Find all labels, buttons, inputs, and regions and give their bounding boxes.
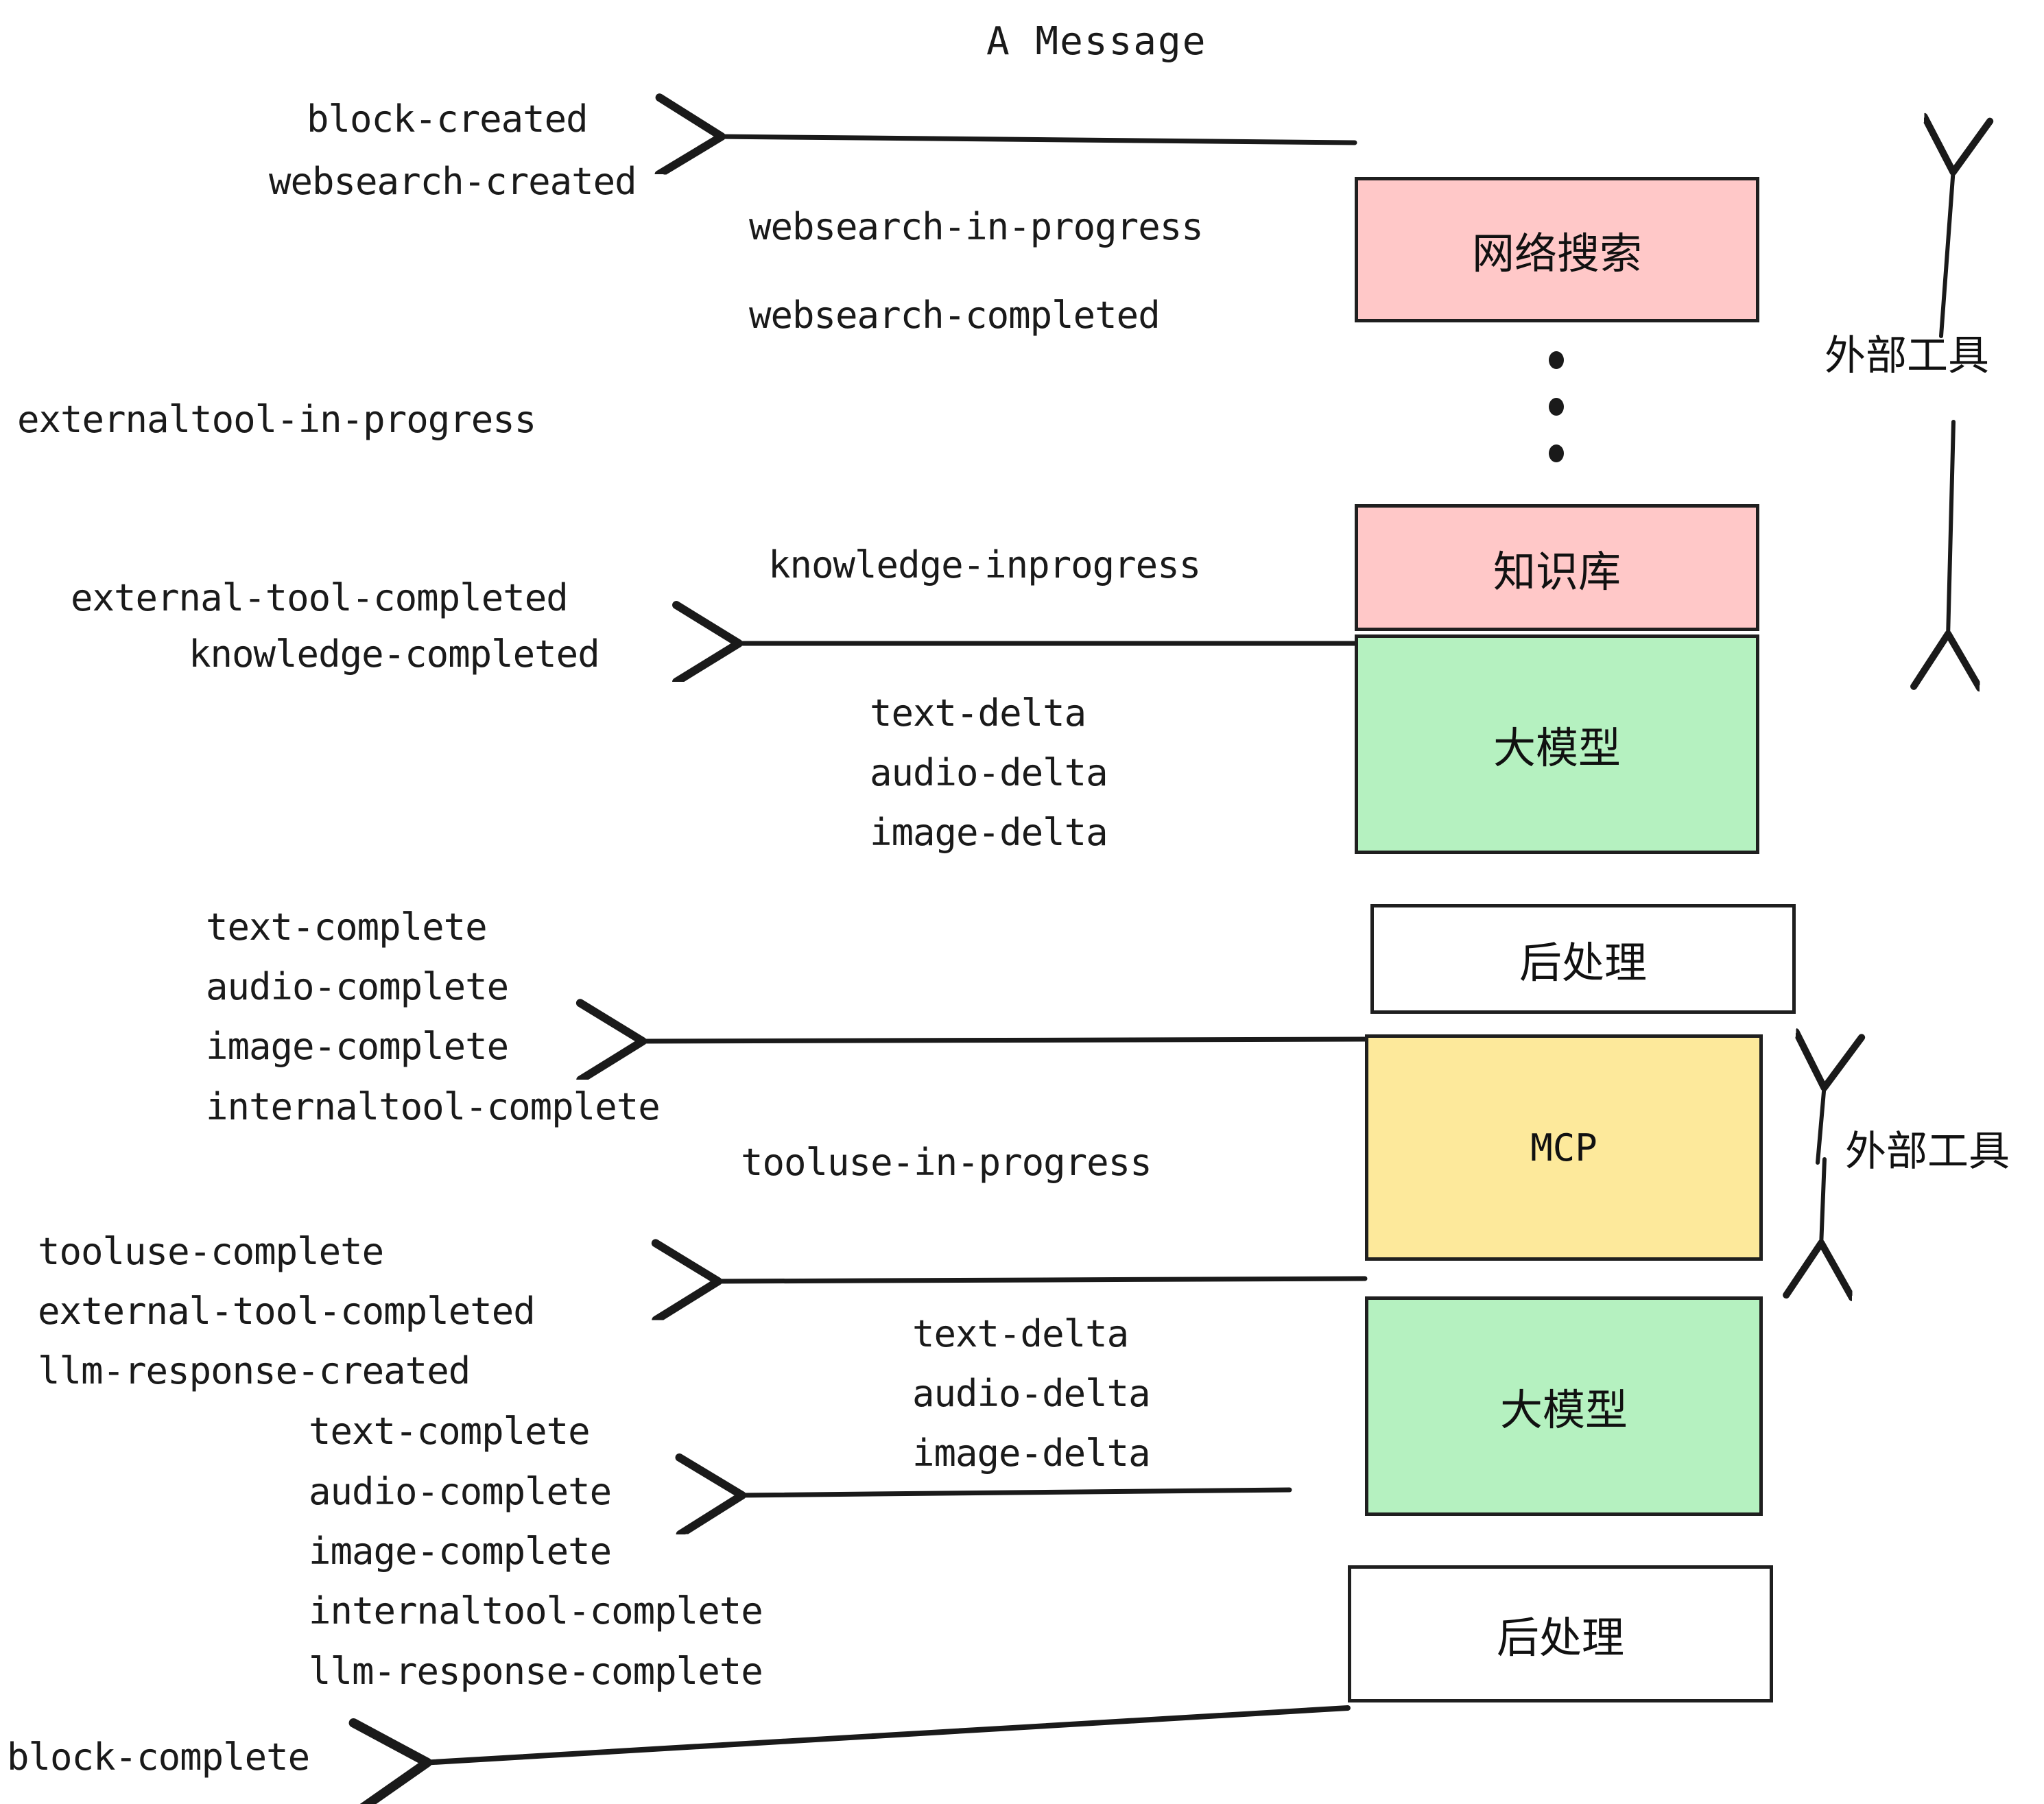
event-label-internaltool-complete-2: internaltool-complete: [309, 1589, 763, 1633]
arrow-websearch-to-block: [717, 137, 1357, 143]
event-label-knowledge-completed: knowledge-completed: [189, 632, 600, 676]
page-title: A Message: [986, 19, 1207, 64]
node-post-1[interactable]: 后处理: [1370, 904, 1796, 1014]
side-label-external-tools-bottom: 外部工具: [1845, 1128, 2010, 1176]
event-label-text-delta-2: text-delta: [912, 1312, 1129, 1355]
ellipsis-dot-2: [1549, 398, 1564, 416]
event-label-llm-response-created: llm-response-created: [38, 1349, 471, 1392]
event-label-llm-response-complete: llm-response-complete: [309, 1650, 763, 1693]
node-knowledge[interactable]: 知识库: [1355, 504, 1759, 631]
arrow-external-tools-down-bottom: [1821, 1157, 1825, 1247]
node-mcp[interactable]: MCP: [1365, 1034, 1763, 1261]
arrow-post1-to-image-complete: [638, 1039, 1368, 1041]
event-label-block-created: block-created: [307, 97, 589, 141]
side-label-external-tools-top: 外部工具: [1825, 332, 1989, 380]
arrow-external-tools-up-bottom: [1818, 1084, 1825, 1165]
node-post-2[interactable]: 后处理: [1348, 1565, 1773, 1702]
event-label-websearch-created: websearch-created: [269, 160, 637, 203]
event-label-image-delta-2: image-delta: [912, 1432, 1151, 1475]
arrow-external-tools-down-top: [1948, 420, 1953, 638]
event-label-text-delta-1: text-delta: [870, 691, 1086, 735]
event-label-image-delta-1: image-delta: [870, 811, 1108, 854]
node-websearch[interactable]: 网络搜索: [1355, 177, 1759, 322]
ellipsis-dot-1: [1549, 351, 1564, 369]
event-label-audio-complete-1: audio-complete: [206, 965, 509, 1008]
arrow-external-tools-up-top: [1941, 168, 1953, 338]
event-label-tooluse-in-progress: tooluse-in-progress: [741, 1141, 1152, 1184]
arrow-post2-to-block-complete: [422, 1705, 1351, 1763]
event-label-audio-delta-2: audio-delta: [912, 1372, 1151, 1415]
event-label-text-complete-1: text-complete: [206, 905, 488, 949]
event-label-audio-delta-1: audio-delta: [870, 751, 1108, 794]
arrow-mcp-to-tooluse-complete: [713, 1279, 1368, 1281]
event-label-internaltool-complete-1: internaltool-complete: [206, 1085, 661, 1128]
node-llm-2[interactable]: 大模型: [1365, 1296, 1763, 1516]
event-label-websearch-completed: websearch-completed: [749, 294, 1161, 337]
event-label-block-complete: block-complete: [7, 1735, 310, 1779]
ellipsis-dot-3: [1549, 444, 1564, 462]
event-label-knowledge-inprogress: knowledge-inprogress: [768, 543, 1201, 586]
event-label-audio-complete-2: audio-complete: [309, 1470, 612, 1513]
event-label-external-tool-completed-1: external-tool-completed: [71, 576, 569, 619]
arrow-llm2-to-audio-complete: [737, 1490, 1292, 1495]
event-label-external-tool-completed-2: external-tool-completed: [38, 1290, 536, 1333]
event-label-image-complete-2: image-complete: [309, 1530, 612, 1573]
event-label-text-complete-2: text-complete: [309, 1410, 591, 1453]
node-llm-1[interactable]: 大模型: [1355, 634, 1759, 854]
event-label-image-complete-1: image-complete: [206, 1025, 509, 1068]
event-label-tooluse-complete: tooluse-complete: [38, 1230, 384, 1273]
event-label-externaltool-in-progress: externaltool-in-progress: [17, 398, 536, 441]
event-label-websearch-in-progress: websearch-in-progress: [749, 205, 1204, 248]
